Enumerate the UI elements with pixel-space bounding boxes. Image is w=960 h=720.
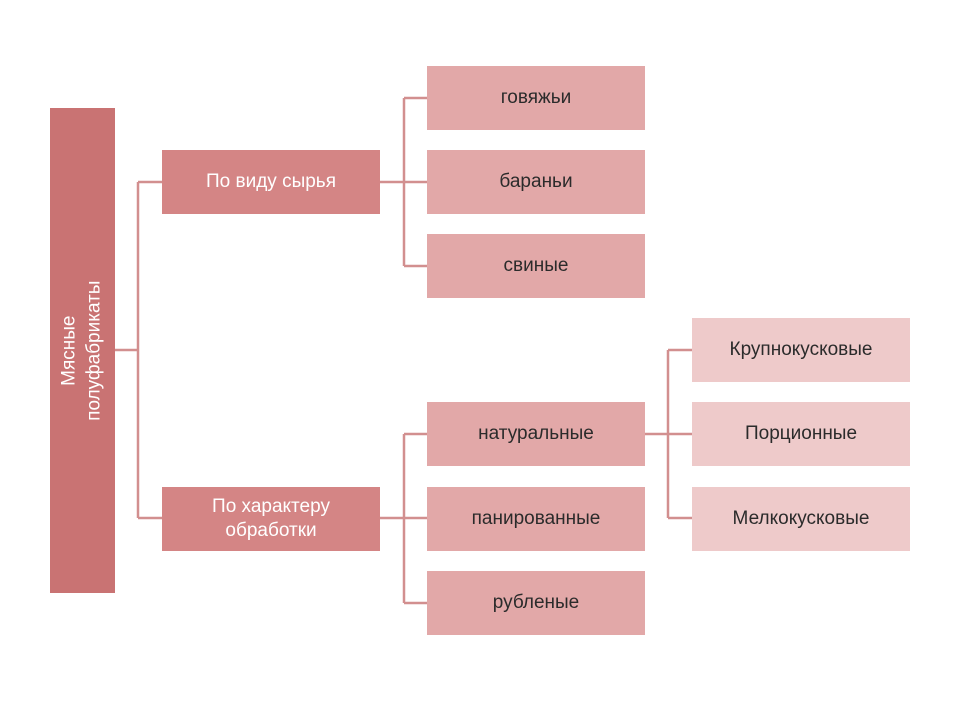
node-natural: натуральные <box>427 402 645 466</box>
node-chopped: рубленые <box>427 571 645 635</box>
node-by-raw-material: По виду сырья <box>162 150 380 214</box>
node-portioned: Порционные <box>692 402 910 466</box>
node-label: бараньи <box>499 171 573 193</box>
node-label: говяжьи <box>500 87 572 109</box>
root-node-label: Мясные полуфабрикаты <box>58 280 107 420</box>
node-large-pieces: Крупнокусковые <box>692 318 910 382</box>
node-label: Порционные <box>744 423 858 445</box>
node-label: Крупнокусковые <box>729 339 873 361</box>
node-beef: говяжьи <box>427 66 645 130</box>
node-breaded: панированные <box>427 487 645 551</box>
node-mutton: бараньи <box>427 150 645 214</box>
root-node-meat-semi-finished: Мясные полуфабрикаты <box>50 108 115 593</box>
node-label: рубленые <box>492 592 580 614</box>
node-label: Мелкокусковые <box>732 508 870 530</box>
node-small-pieces: Мелкокусковые <box>692 487 910 551</box>
node-label: По виду сырья <box>206 171 336 193</box>
root-label-line2: полуфабрикаты <box>83 280 105 421</box>
node-label: натуральные <box>478 423 594 445</box>
node-label: свиные <box>503 255 569 277</box>
node-label: панированные <box>471 508 601 530</box>
root-label-line1: Мясные <box>58 315 80 386</box>
node-label: По характеру обработки <box>212 496 330 541</box>
node-by-processing: По характеру обработки <box>162 487 380 551</box>
node-pork: свиные <box>427 234 645 298</box>
